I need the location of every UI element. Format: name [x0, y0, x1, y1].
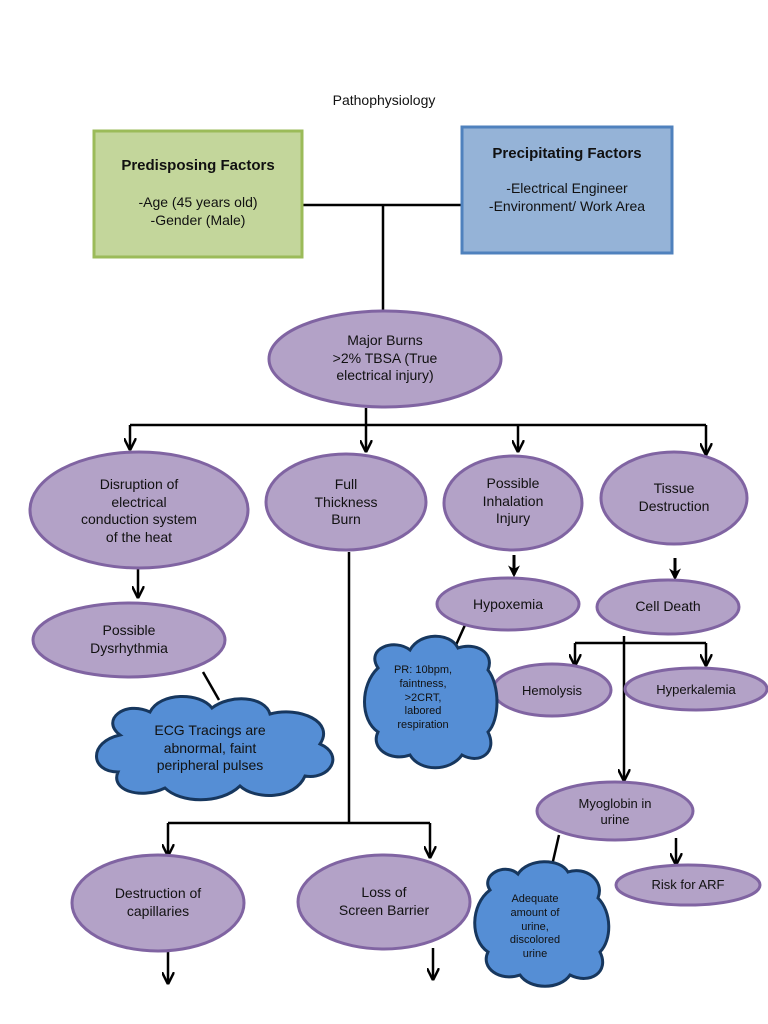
major-burns-oval	[267, 309, 503, 409]
connectors	[130, 203, 706, 983]
predisposing-factors-box	[92, 129, 304, 259]
disruption-oval	[28, 450, 250, 570]
full-thickness-oval	[264, 452, 428, 552]
risk-arf-oval	[614, 863, 762, 907]
ecg-cloud-label: ECG Tracings are abnormal, faint periphe…	[154, 722, 266, 773]
dysrhythmia-to-ecg-line	[201, 671, 221, 701]
hyperkalemia-oval	[623, 666, 768, 712]
disruption-label: Disruption of electrical conduction syst…	[81, 476, 197, 545]
myoglobin-label: Myoglobin in urine	[578, 796, 652, 828]
dysrhythmia-oval	[31, 601, 227, 679]
inhalation-label: Possible Inhalation Injury	[482, 475, 544, 526]
predisposing-items: -Age (45 years old) -Gender (Male)	[138, 194, 258, 228]
full-thickness-label: Full Thickness Burn	[314, 476, 378, 527]
hypoxemia-oval	[435, 576, 581, 632]
urine-cloud	[473, 860, 611, 988]
capillaries-label: Destruction of capillaries	[114, 885, 202, 919]
major-burns-label: Major Burns >2% TBSA (True electrical in…	[332, 332, 438, 383]
urine-cloud-label: Adequate amount of urine, discolored uri…	[509, 893, 561, 960]
ecg-cloud	[95, 695, 335, 802]
cell-death-oval	[595, 578, 741, 636]
hypoxemia-label: Hypoxemia	[472, 596, 544, 612]
pr-cloud-label: PR: 10bpm, faintness, >2CRT, labored res…	[393, 664, 453, 731]
hyperkalemia-label: Hyperkalemia	[656, 682, 736, 697]
hemolysis-label: Hemolysis	[522, 683, 582, 698]
predisposing-heading: Predisposing Factors	[121, 157, 275, 174]
myoglobin-oval	[535, 780, 695, 842]
tissue-destruction-oval	[599, 450, 749, 546]
dysrhythmia-label: Possible Dysrhythmia	[90, 622, 168, 656]
cell-death-label: Cell Death	[635, 598, 701, 614]
precipitating-heading: Precipitating Factors	[492, 145, 642, 162]
precipitating-factors-box	[460, 125, 674, 255]
page-title: Pathophysiology	[332, 92, 436, 108]
precipitating-items: -Electrical Engineer -Environment/ Work …	[488, 180, 646, 214]
screen-barrier-oval	[296, 853, 472, 951]
screen-barrier-label: Loss of Screen Barrier	[338, 884, 430, 918]
pr-cloud	[363, 634, 499, 770]
tissue-destruction-label: Tissue Destruction	[638, 480, 710, 514]
risk-arf-label: Risk for ARF	[651, 877, 725, 892]
hypoxemia-to-cloud-line	[454, 624, 467, 646]
capillaries-oval	[70, 853, 246, 953]
inhalation-oval	[442, 454, 584, 552]
